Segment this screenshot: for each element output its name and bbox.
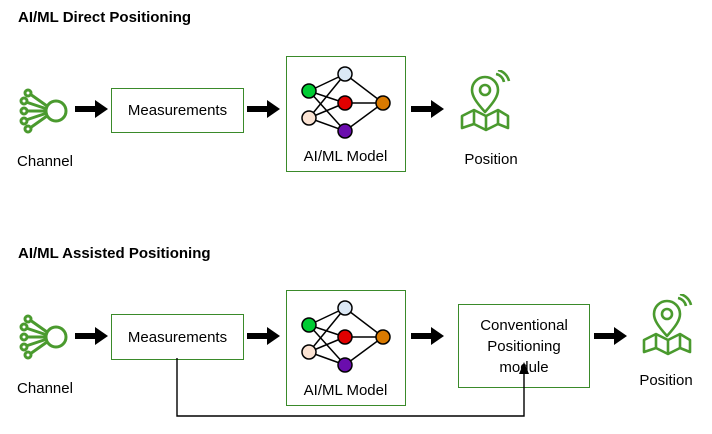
channel-label: Channel xyxy=(17,153,73,170)
ai-ml-model-box: AI/ML Model xyxy=(286,290,406,406)
measurements-box: Measurements xyxy=(111,88,244,133)
ai-ml-model-label: AI/ML Model xyxy=(303,382,388,399)
channel-antenna-icon xyxy=(16,86,72,136)
arrow-right-icon xyxy=(411,99,445,119)
neural-network-icon xyxy=(295,63,397,141)
position-label: Position xyxy=(464,151,518,168)
measurements-label: Measurements xyxy=(127,328,228,346)
neural-network-icon xyxy=(295,297,397,375)
channel-antenna-icon xyxy=(16,312,72,362)
channel-label: Channel xyxy=(17,380,73,397)
section-title-direct: AI/ML Direct Positioning xyxy=(18,9,192,26)
ai-ml-model-label: AI/ML Model xyxy=(303,148,388,165)
map-location-pin-icon xyxy=(456,70,514,134)
conventional-positioning-module-box: Conventional Positioning module xyxy=(458,304,590,388)
arrow-right-icon xyxy=(247,326,281,346)
arrow-right-icon xyxy=(247,99,281,119)
arrow-right-icon xyxy=(75,99,109,119)
conventional-label-line-2: Positioning xyxy=(487,337,561,355)
bypass-connector-arrow xyxy=(170,358,534,420)
conventional-label-line-1: Conventional xyxy=(480,316,568,334)
arrow-right-icon xyxy=(411,326,445,346)
position-label: Position xyxy=(639,372,693,389)
arrow-right-icon xyxy=(594,326,628,346)
map-location-pin-icon xyxy=(638,294,696,358)
arrow-right-icon xyxy=(75,326,109,346)
section-title-assisted: AI/ML Assisted Positioning xyxy=(18,245,211,262)
measurements-label: Measurements xyxy=(127,102,228,119)
ai-ml-model-box: AI/ML Model xyxy=(286,56,406,172)
measurements-box: Measurements xyxy=(111,314,244,360)
